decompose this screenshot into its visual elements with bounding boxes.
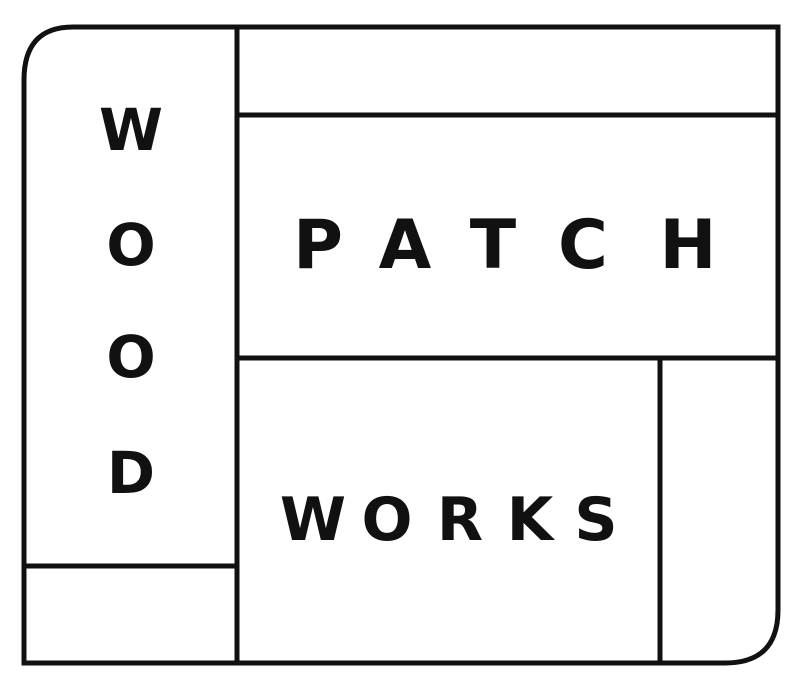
logo-letter: O: [106, 323, 155, 391]
logo-letter: R: [437, 485, 483, 555]
logo-letter: H: [660, 206, 717, 285]
logo-letter: S: [574, 485, 617, 555]
logo-letter: W: [280, 485, 346, 555]
logo-letter: T: [470, 206, 517, 285]
logo-letter: D: [107, 439, 155, 507]
logo-letter: A: [379, 206, 432, 285]
logo-word-works: W O R K S: [280, 485, 618, 555]
logo-letter: C: [558, 206, 608, 285]
logo-letter: O: [361, 485, 412, 555]
logo-word-patch: P A T C H: [293, 206, 716, 285]
logo-letter: P: [293, 206, 343, 285]
logo-word-wood: W O O D: [99, 96, 163, 507]
logo-letter: O: [106, 211, 155, 279]
logo-letter: K: [507, 485, 556, 555]
logo-outer-frame: [21, 24, 781, 666]
logo-letter: W: [99, 96, 163, 164]
